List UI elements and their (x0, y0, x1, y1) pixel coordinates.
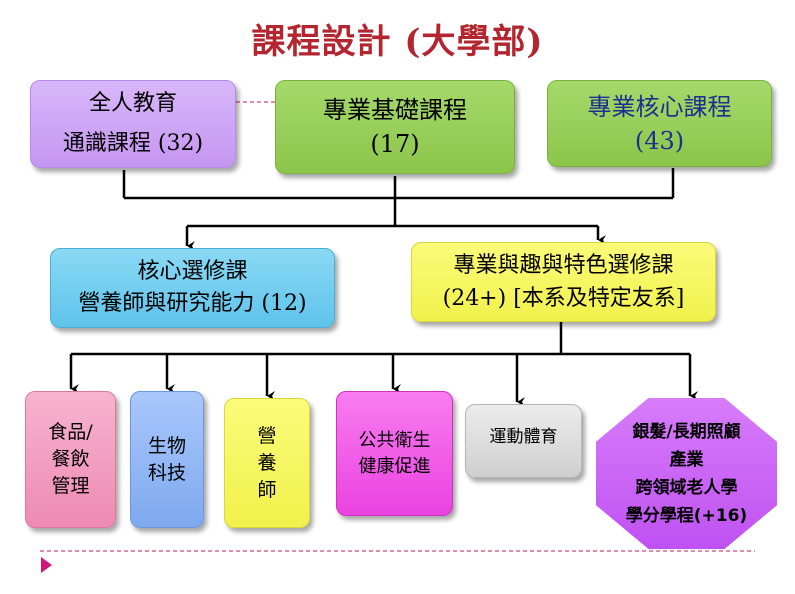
elderly-care-box: 銀髮/長期照顧 產業 跨領域老人學 學分學程(+16) (596, 398, 777, 549)
biotech-line-2: 科技 (147, 461, 186, 484)
core-elective-title: 核心選修課 (137, 259, 248, 284)
sports-label: 運動體育 (489, 427, 558, 447)
professional-foundation-box: 專業基礎課程 (17) (275, 80, 515, 174)
elderly-care-line-4: 學分學程(+16) (625, 505, 748, 526)
professional-core-title: 專業核心課程 (587, 92, 732, 121)
elderly-care-line-2: 產業 (669, 449, 704, 470)
public-health-line-2: 健康促進 (358, 455, 431, 477)
food-service-box: 食品/ 餐飲 管理 (25, 391, 116, 528)
professional-foundation-title: 專業基礎課程 (323, 96, 467, 124)
core-elective-box: 核心選修課 營養師與研究能力 (12) (50, 248, 335, 328)
elderly-care-line-1: 銀髮/長期照顧 (632, 421, 741, 442)
general-education-box: 全人教育 通識課程 (32) (30, 80, 236, 168)
interest-elective-box: 專業與趣與特色選修課 (24+) [本系及特定友系] (411, 242, 716, 322)
food-service-line-3: 管理 (51, 475, 90, 497)
public-health-box: 公共衛生 健康促進 (336, 391, 453, 516)
professional-foundation-credits: (17) (370, 130, 420, 158)
biotech-line-1: 生物 (147, 434, 186, 457)
interest-elective-title: 專業與趣與特色選修課 (453, 253, 674, 278)
professional-core-box: 專業核心課程 (43) (547, 80, 772, 167)
biotech-box: 生物 科技 (130, 391, 204, 528)
dietitian-line-3: 師 (257, 478, 277, 501)
dietitian-line-2: 養 (257, 451, 277, 474)
elderly-care-line-3: 跨領域老人學 (635, 477, 738, 498)
general-education-credits: 通識課程 (32) (62, 131, 204, 156)
dietitian-box: 營 養 師 (224, 398, 310, 528)
professional-core-credits: (43) (634, 126, 685, 155)
food-service-line-1: 食品/ (48, 421, 93, 443)
interest-elective-subtitle: (24+) [本系及特定友系] (442, 286, 685, 311)
general-education-title: 全人教育 (88, 91, 177, 116)
public-health-line-1: 公共衛生 (358, 429, 431, 451)
page-title: 課程設計 (大學部) (251, 22, 544, 62)
core-elective-subtitle: 營養師與研究能力 (12) (78, 291, 307, 316)
dietitian-line-1: 營 (257, 424, 277, 447)
food-service-line-2: 餐飲 (51, 448, 90, 470)
play-marker (41, 557, 52, 573)
sports-box: 運動體育 (465, 404, 582, 478)
